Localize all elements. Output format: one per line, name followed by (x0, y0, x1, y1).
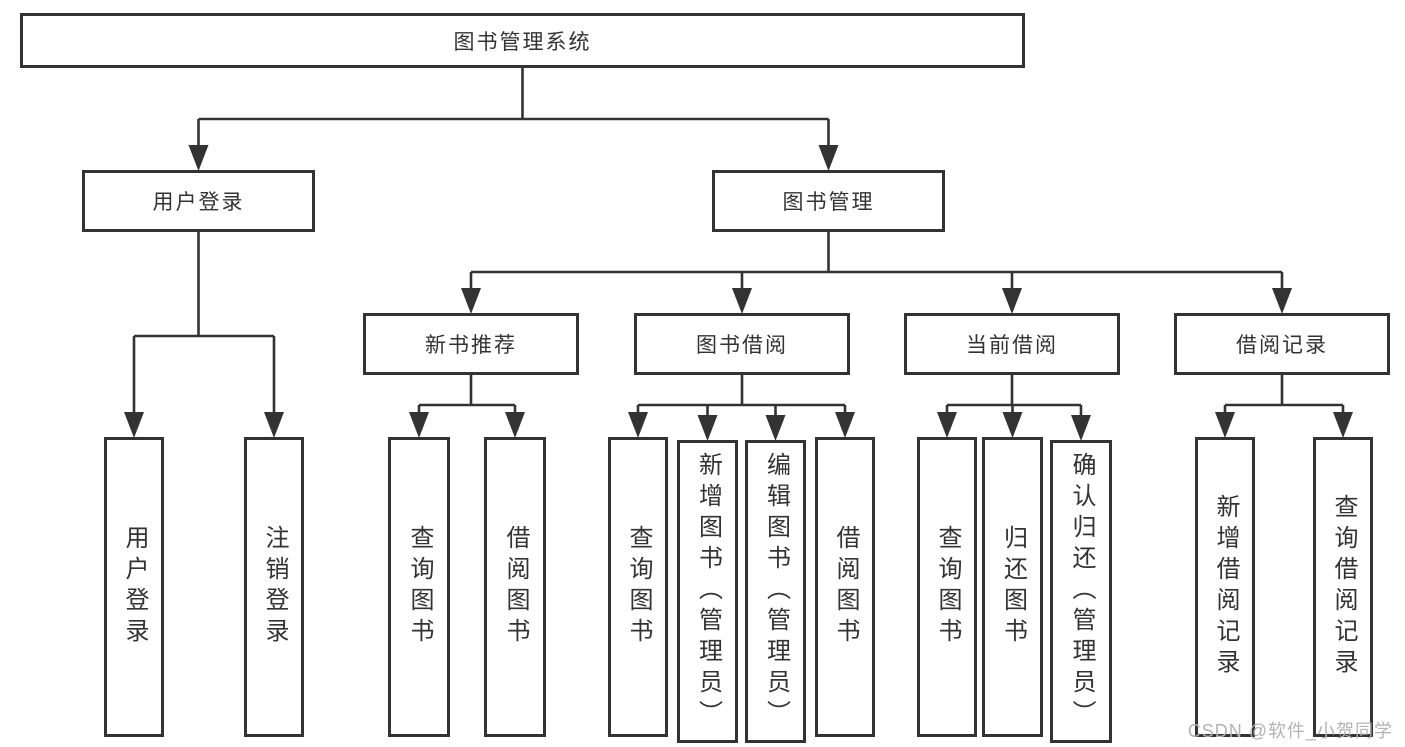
node-label: 新书推荐 (425, 334, 517, 357)
node-rec-query-book: 查询图书 (388, 437, 450, 737)
node-label: 查询借阅记录 (1330, 494, 1357, 680)
arrowhead-icon (1071, 415, 1091, 441)
arrowhead-icon (264, 412, 284, 438)
node-label: 归还图书 (999, 525, 1027, 649)
node-label: 借阅记录 (1236, 334, 1328, 357)
node-rec-query-record: 查询借阅记录 (1313, 437, 1373, 737)
node-label: 图书借阅 (696, 334, 788, 357)
node-label: 借阅图书 (832, 525, 859, 649)
arrowhead-icon (461, 288, 481, 314)
node-label: 查询图书 (625, 525, 652, 649)
arrowhead-icon (124, 412, 144, 438)
node-label: 查询图书 (934, 525, 961, 649)
node-label: 新增图书（管理员） (694, 452, 722, 731)
arrowhead-icon (1272, 288, 1292, 314)
node-cur-query-book: 查询图书 (917, 437, 977, 737)
node-rec-add-record: 新增借阅记录 (1195, 437, 1255, 737)
node-user-login: 用户登录 (82, 170, 315, 232)
node-cur-return-book: 归还图书 (982, 437, 1043, 737)
node-book-borrow: 图书借阅 (634, 313, 850, 375)
node-new-book-recommend: 新书推荐 (363, 313, 579, 375)
connector-path (469, 232, 1284, 296)
node-bor-edit-book-admin: 编辑图书（管理员） (745, 440, 806, 743)
node-label: 查询图书 (406, 525, 433, 649)
arrowhead-icon (937, 412, 957, 438)
node-rec-borrow-book: 借阅图书 (484, 437, 546, 737)
arrowhead-icon (409, 412, 429, 438)
node-root: 图书管理系统 (20, 13, 1025, 68)
node-label: 确认归还（管理员） (1068, 452, 1095, 731)
connector-path (417, 375, 517, 420)
node-label: 新增借阅记录 (1212, 494, 1239, 680)
connector-path (636, 375, 847, 423)
arrowhead-icon (1002, 412, 1023, 438)
watermark: CSDN @软件_小贺同学 (1187, 721, 1393, 741)
arrowhead-icon (188, 145, 209, 171)
node-label: 图书管理 (782, 191, 875, 214)
arrowhead-icon (1002, 288, 1022, 314)
node-current-borrow: 当前借阅 (904, 313, 1120, 375)
node-login-action: 用户登录 (104, 437, 164, 737)
arrowhead-icon (818, 145, 839, 171)
arrowhead-icon (1333, 412, 1353, 438)
node-label: 图书管理系统 (453, 30, 592, 54)
node-bor-query-book: 查询图书 (608, 437, 668, 737)
connector-path (945, 375, 1083, 423)
node-label: 当前借阅 (966, 334, 1058, 357)
arrowhead-icon (1215, 412, 1235, 438)
arrowhead-icon (505, 412, 525, 438)
arrowhead-icon (697, 415, 718, 441)
arrowhead-icon (628, 412, 648, 438)
node-label: 编辑图书（管理员） (762, 452, 790, 731)
node-label: 用户登录 (121, 525, 148, 649)
node-bor-borrow-book: 借阅图书 (815, 437, 875, 737)
node-label: 注销登录 (261, 525, 288, 649)
connector-path (1223, 375, 1345, 420)
arrowhead-icon (765, 415, 786, 441)
node-cur-confirm-admin: 确认归还（管理员） (1050, 440, 1112, 743)
node-label: 借阅图书 (502, 525, 529, 649)
node-bor-add-book-admin: 新增图书（管理员） (677, 440, 738, 743)
node-logout-action: 注销登录 (244, 437, 304, 737)
node-label: 用户登录 (152, 191, 245, 214)
arrowhead-icon (732, 288, 752, 314)
node-book-manage: 图书管理 (712, 170, 945, 232)
connector-path (132, 232, 276, 420)
node-borrow-records: 借阅记录 (1174, 313, 1390, 375)
arrowhead-icon (835, 412, 855, 438)
connector-path (197, 68, 830, 153)
